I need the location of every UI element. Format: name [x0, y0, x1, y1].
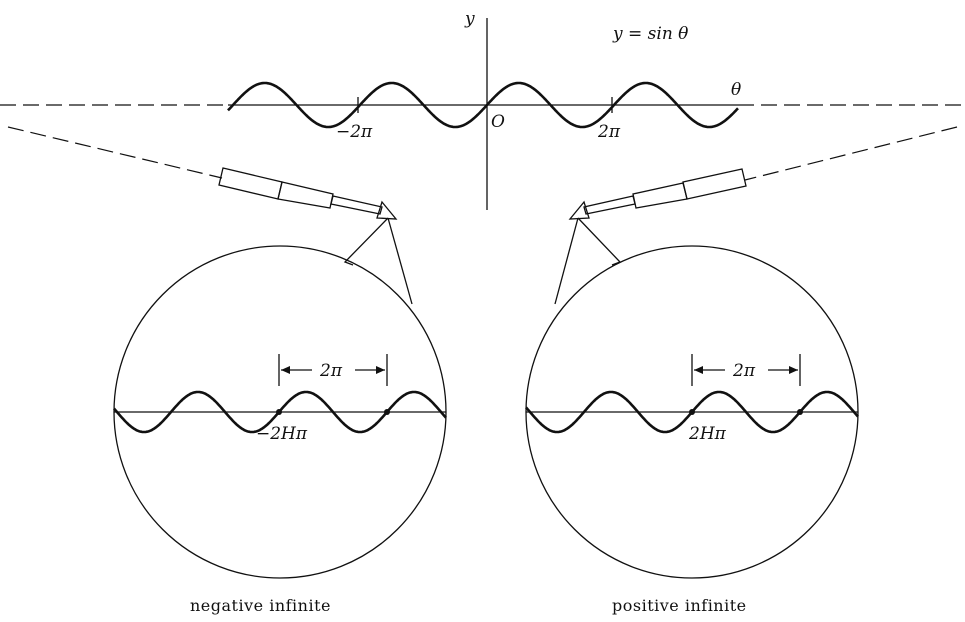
left-arrowhead — [281, 366, 290, 374]
theta-axis-label: θ — [731, 80, 741, 100]
right-period-label: 2π — [732, 361, 756, 381]
right-telescope-group — [555, 127, 957, 304]
telescope-icon — [570, 169, 746, 219]
left-point-label: −2Hπ — [256, 424, 308, 444]
top-graph: y θ O y = sin θ −2π 2π — [0, 9, 965, 210]
equation-label: y = sin θ — [612, 24, 688, 44]
origin-label: O — [491, 112, 505, 132]
tick-neg-2pi-label: −2π — [336, 122, 373, 142]
right-point-marker — [689, 409, 695, 415]
left-pointer-line-2 — [388, 218, 412, 304]
left-magnified-view: 2π −2Hπ negative infinite — [114, 246, 446, 615]
left-pointer-line — [345, 218, 388, 265]
right-point-marker — [797, 409, 803, 415]
right-pointer-line — [578, 218, 620, 265]
left-point-marker — [276, 409, 282, 415]
right-sight-line — [745, 127, 957, 180]
left-period-label: 2π — [319, 361, 343, 381]
right-arrowhead — [789, 366, 798, 374]
left-point-marker — [384, 409, 390, 415]
tick-pos-2pi-label: 2π — [597, 122, 621, 142]
left-arrowhead — [376, 366, 385, 374]
left-sight-line — [8, 127, 222, 178]
right-pointer-line-2 — [555, 218, 578, 304]
y-axis-label: y — [464, 9, 475, 29]
left-caption: negative infinite — [190, 596, 331, 615]
right-caption: positive infinite — [612, 596, 747, 615]
left-telescope-group — [8, 127, 412, 304]
right-arrowhead — [694, 366, 703, 374]
right-point-label: 2Hπ — [688, 424, 727, 444]
telescope-icon — [219, 168, 396, 219]
right-magnified-view: 2π 2Hπ positive infinite — [526, 246, 858, 615]
